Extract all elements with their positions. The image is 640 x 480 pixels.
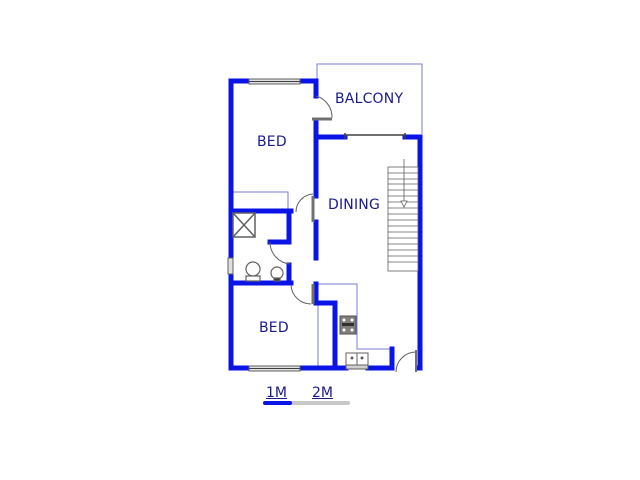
room-label-balcony: BALCONY (335, 91, 404, 107)
room-label-dining: DINING (328, 197, 381, 213)
doors (269, 95, 417, 373)
sink-icon (345, 352, 369, 370)
scale-label-2m: 2M (312, 385, 333, 401)
walls (228, 78, 423, 371)
windows (227, 78, 301, 372)
sliding-door (344, 133, 406, 139)
toilet-icon (245, 261, 261, 282)
shower-icon (232, 212, 256, 238)
balcony-outline (316, 63, 423, 134)
room-label-bed-bottom: BED (259, 320, 289, 336)
room-label-bed-top: BED (257, 134, 287, 150)
scale-label-1m: 1M (266, 385, 287, 401)
basin-icon (270, 266, 284, 282)
staircase (387, 159, 419, 272)
stove-icon (339, 315, 357, 335)
